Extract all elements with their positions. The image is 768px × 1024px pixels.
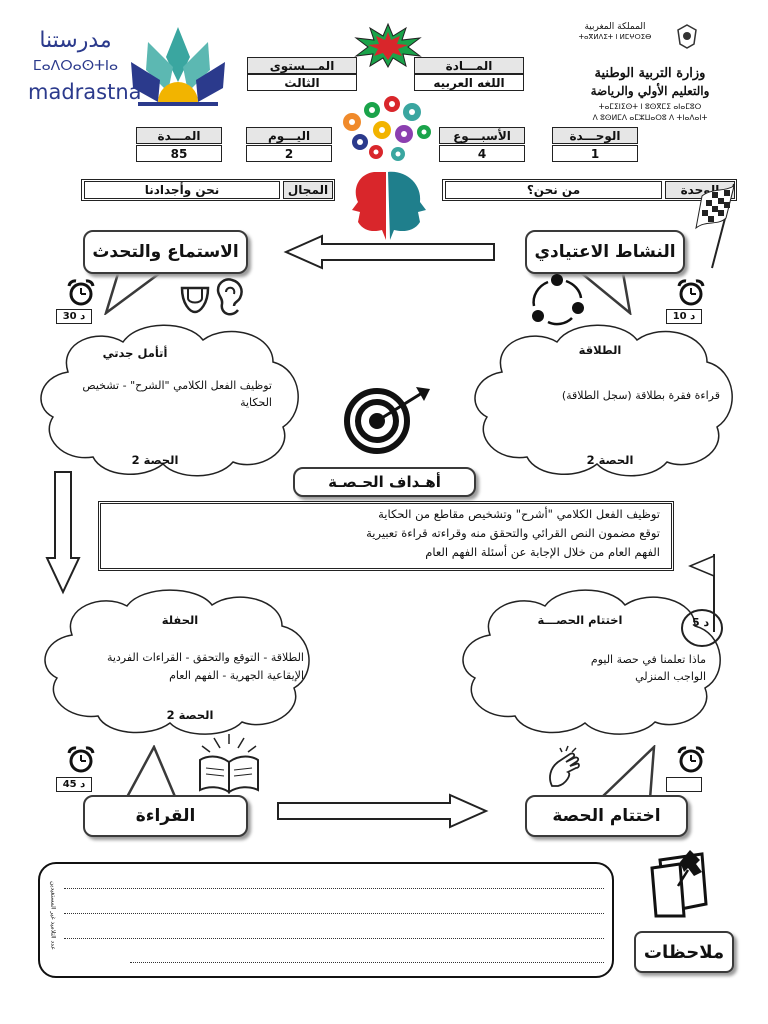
clapping-hands-icon xyxy=(549,745,580,787)
level-label: المـــستوى xyxy=(247,57,357,74)
closing-time-box xyxy=(666,777,702,792)
cloud-shape xyxy=(40,324,299,477)
notes-line xyxy=(64,913,604,914)
duration-label: المـــدة xyxy=(136,127,222,144)
mouth-icon xyxy=(180,286,210,314)
ministry-line2: والتعليم الأولي والرياضة xyxy=(590,84,710,98)
reading-cloud-line1: الطلاقة - التوقع والتحقق - القراءات الفر… xyxy=(106,651,304,664)
reading-cloud-title: الحفلة xyxy=(161,613,199,627)
kingdom-tifinagh-text: ⵜⴰⴳⵍⴷⵉⵜ ⵏ ⵍⵎⵖⵔⵉⴱ xyxy=(578,33,652,41)
day-value: 2 xyxy=(246,145,332,162)
notes-title: ملاحظات xyxy=(634,931,734,973)
closing-title: اختتام الحصة xyxy=(525,795,688,837)
cloud-shape xyxy=(474,324,733,477)
ministry-header: المملكة المغربية ⵜⴰⴳⵍⴷⵉⵜ ⵏ ⵍⵎⵖⵔⵉⴱ وزارة … xyxy=(560,22,740,122)
logo-latin-text: madrastna xyxy=(28,80,142,104)
closing-timer-text: 5 د xyxy=(692,616,710,629)
alarm-clock-icon xyxy=(677,746,705,773)
closing-bubble-tail xyxy=(596,745,656,801)
logo-tifinagh-text: ⵎⴰⴷⵔⴰⵙⵜⵏⴰ xyxy=(32,58,119,74)
duration-value: 85 xyxy=(136,145,222,162)
arrow-left-top xyxy=(283,234,495,270)
objective-item: توقع مضمون النص القرائي والتحقق منه وقرا… xyxy=(366,526,660,540)
unit-name-value: من نحن؟ xyxy=(445,181,662,199)
closing-cloud-line2: الواجب المنزلي xyxy=(635,670,706,683)
field-value: نحن وأجدادنا xyxy=(84,181,280,199)
field-label: المجال xyxy=(283,181,333,199)
objectives-title: أهـداف الحـصـة xyxy=(293,467,476,497)
notes-line xyxy=(64,938,604,939)
reading-title: القراءة xyxy=(83,795,248,837)
ministry-tifinagh2: ⴷ ⵓⵙⵍⵎⴷ ⴰⵎⵣⵡⴰⵔⵓ ⴷ ⵜⵏⴰⴷⴰⵏⵜ xyxy=(592,113,708,122)
reading-cloud-line2: الإيقاعية الجهرية - الفهم العام xyxy=(169,669,304,682)
unit-value: 1 xyxy=(552,145,638,162)
objectives-list: توظيف الفعل الكلامي "أشرح" وتشخيص مقاطع … xyxy=(110,505,660,562)
day-label: اليـــوم xyxy=(246,127,332,144)
cloud-shape xyxy=(462,589,721,735)
listening-title: الاستماع والتحدث xyxy=(83,230,248,274)
notes-box xyxy=(38,862,614,978)
starburst-icon xyxy=(354,22,422,68)
reading-session: الحصة 2 xyxy=(166,708,214,722)
golf-flag-icon xyxy=(681,554,723,647)
routine-cloud-text: قراءة فقرة بطلاقة (سجل الطلاقة) xyxy=(561,389,720,402)
notes-line xyxy=(130,962,604,963)
target-icon xyxy=(344,387,430,454)
routine-session: الحصة 2 xyxy=(586,453,634,467)
arrow-right-bottom xyxy=(277,793,489,829)
week-label: الأسبـــوع xyxy=(439,127,525,144)
subject-value: اللغه العربيه xyxy=(414,74,524,91)
open-book-icon xyxy=(199,734,259,794)
closing-cloud-line1: ماذا تعلمنا في حصة اليوم xyxy=(590,653,706,666)
field-row xyxy=(81,179,335,201)
lotus-icon xyxy=(131,27,225,106)
objective-item: الفهم العام من خلال الإجابة عن أسئلة الف… xyxy=(425,545,660,559)
listening-cloud-title: أتأمل جدتي xyxy=(102,346,168,360)
listening-cloud-text: توظيف الفعل الكلامي "الشرح" - تشخيص الحك… xyxy=(82,379,272,409)
kingdom-text: المملكة المغربية xyxy=(584,22,646,32)
subject-label: المـــادة xyxy=(414,57,524,74)
ministry-line1: وزارة التربية الوطنية xyxy=(594,66,706,81)
unit-label: الوحـــدة xyxy=(552,127,638,144)
level-value: الثالث xyxy=(247,74,357,91)
alarm-clock-icon xyxy=(67,746,95,773)
routine-cloud-title: الطلاقة xyxy=(578,343,622,357)
routine-title: النشاط الاعتيادي xyxy=(525,230,685,274)
notes-side-text: عدد التلاميذ غير المستفيدين xyxy=(49,881,57,950)
cycle-arrows-icon xyxy=(532,274,584,326)
listening-session: الحصة 2 xyxy=(131,453,179,467)
unit-name-row xyxy=(442,179,737,201)
notes-line xyxy=(64,888,604,889)
objective-item: توظيف الفعل الكلامي "أشرح" وتشخيص مقاطع … xyxy=(378,507,660,521)
objectives-box xyxy=(98,501,674,571)
crest-icon xyxy=(677,24,697,49)
reading-bubble-tail xyxy=(123,745,178,801)
closing-cloud-title: اختتام الحصـــة xyxy=(537,613,623,627)
ear-icon xyxy=(216,278,243,316)
pinned-note-icon xyxy=(650,850,708,918)
checkered-flag-icon xyxy=(695,183,735,269)
listening-time: 30 د xyxy=(56,309,92,324)
week-value: 4 xyxy=(439,145,525,162)
alarm-clock-icon xyxy=(67,279,95,306)
routine-time: 10 د xyxy=(666,309,702,324)
reading-time: 45 د xyxy=(56,777,92,792)
cloud-shape xyxy=(44,589,310,735)
alarm-clock-icon xyxy=(677,279,705,306)
madrastna-logo: مدرستنا ⵎⴰⴷⵔⴰⵙⵜⵏⴰ madrastna xyxy=(28,27,228,113)
thinking-head-icon xyxy=(343,96,431,240)
arrow-down-left xyxy=(45,471,81,595)
logo-arabic-text: مدرستنا xyxy=(39,28,112,53)
ministry-tifinagh1: ⵜⴰⵎⵉⵏⵉⵙⵜ ⵏ ⵓⵙⴳⵎⵉ ⴰⵏⴰⵎⵓⵔ xyxy=(598,102,702,111)
